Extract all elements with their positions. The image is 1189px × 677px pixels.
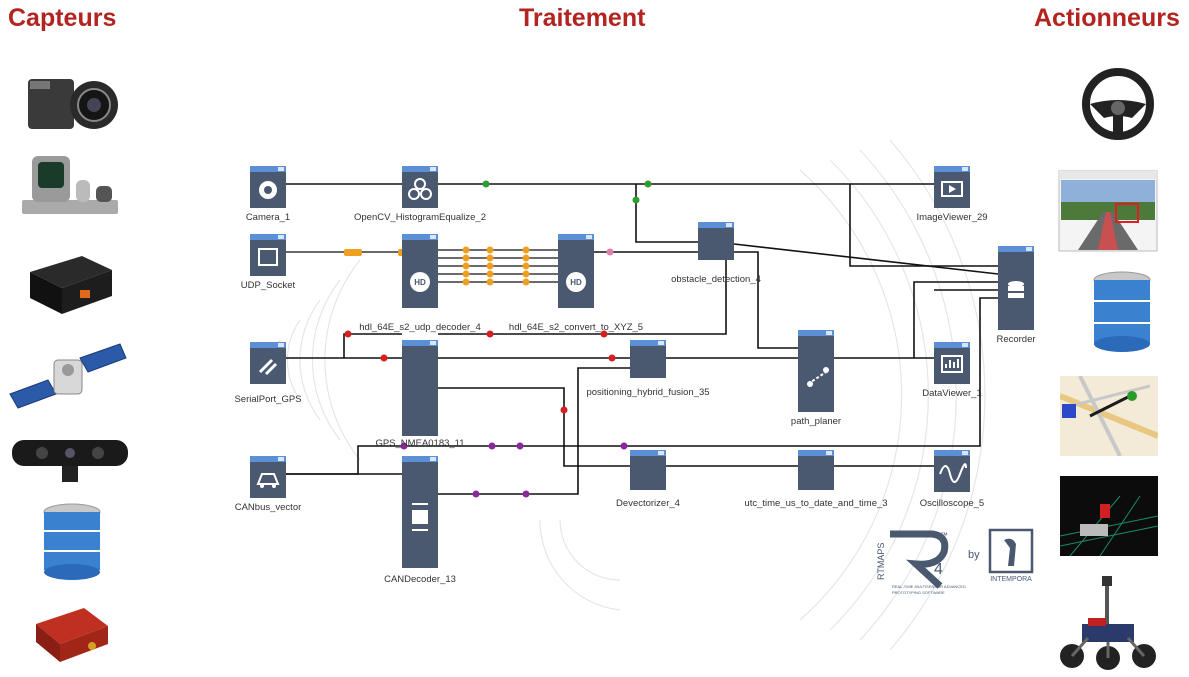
rtmaps-version: 4	[934, 561, 943, 578]
recorder-label: Recorder	[996, 334, 1035, 345]
path-planer-label: path_planer	[791, 416, 841, 427]
rtmaps-tagline-2: PROTOTYPING SOFTWARE	[892, 590, 945, 595]
opencv-label: OpenCV_HistogramEqualize_2	[354, 212, 486, 223]
utc-time-label: utc_time_us_to_date_and_time_3	[744, 498, 887, 509]
by-text: by	[968, 549, 980, 561]
obstacle-detection-block[interactable]: obstacle_detection_4	[671, 222, 761, 285]
recorder-block[interactable]: Recorder	[996, 246, 1036, 345]
gps-nmea-label: GPS_NMEA0183_11	[375, 438, 464, 449]
obstacle-label: obstacle_detection_4	[671, 274, 761, 285]
wire-layer	[286, 183, 999, 495]
database-actuator-icon	[1093, 271, 1151, 352]
rtmaps-logo: RTMAPS 4 ™ REAL-TIME MULTISENSOR ADVANCE…	[876, 530, 980, 595]
positioning-fusion-block[interactable]: positioning_hybrid_fusion_35	[586, 340, 710, 398]
imageviewer-block[interactable]: ImageViewer_29	[916, 166, 988, 223]
robot-rover-actuator-icon	[1060, 576, 1156, 670]
camera-1-block[interactable]: Camera_1	[246, 166, 290, 223]
utc-time-block[interactable]: utc_time_us_to_date_and_time_3	[744, 450, 888, 509]
gps-nmea-block[interactable]: GPS_NMEA0183_11	[375, 340, 465, 449]
positioning-label: positioning_hybrid_fusion_35	[586, 387, 709, 398]
serialport-gps-block[interactable]: SerialPort_GPS	[234, 342, 302, 405]
canbus-vector-block[interactable]: CANbus_vector	[235, 456, 302, 513]
wire-path-recorder	[913, 281, 998, 358]
map-actuator-icon	[1060, 376, 1158, 456]
wire-decoder-obstacle	[438, 260, 727, 335]
canbus-label: CANbus_vector	[235, 502, 302, 513]
udp-socket-block[interactable]: UDP_Socket	[241, 234, 296, 291]
udp-socket-label: UDP_Socket	[241, 280, 296, 291]
wire-nmea-devectorizer	[438, 387, 630, 467]
rtmaps-tm: ™	[940, 531, 948, 540]
hdl-convert-label: hdl_64E_s2_convert_to_XYZ_5	[509, 322, 643, 333]
candecoder-label: CANDecoder_13	[384, 574, 456, 585]
rtmaps-tagline-1: REAL-TIME MULTISENSOR ADVANCED	[892, 584, 966, 589]
oscilloscope-label: Oscilloscope_5	[920, 498, 984, 509]
vector-markers	[344, 246, 530, 286]
wire-candecoder-positioning	[438, 367, 630, 495]
steering-wheel-actuator-icon	[1082, 68, 1154, 140]
radar-box-sensor-icon	[30, 256, 112, 314]
wire-gps-bus	[343, 333, 402, 358]
lidar-sensor-icon	[22, 156, 118, 214]
wire-obstacle-recorder	[733, 243, 999, 275]
svg-text:HD: HD	[414, 278, 426, 287]
actionneurs-heading: Actionneurs	[1034, 4, 1180, 32]
candecoder-block[interactable]: CANDecoder_13	[384, 456, 456, 585]
dataviewer-block[interactable]: DataViewer_1	[922, 342, 982, 399]
connection-dots	[344, 180, 652, 498]
devectorizer-label: Devectorizer_4	[616, 498, 680, 509]
dataviewer-label: DataViewer_1	[922, 388, 982, 399]
oscilloscope-block[interactable]: Oscilloscope_5	[920, 450, 984, 509]
opencv-histogram-block[interactable]: OpenCV_HistogramEqualize_2	[354, 166, 486, 223]
hdl-convert-xyz-block[interactable]: HD hdl_64E_s2_convert_to_XYZ_5	[509, 234, 643, 333]
satellite-sensor-icon	[9, 343, 127, 409]
camera-sensor-icon	[28, 79, 118, 129]
intempora-logo: INTEMPORA	[988, 528, 1034, 583]
capteurs-heading: Capteurs	[8, 4, 117, 32]
serialport-gps-label: SerialPort_GPS	[234, 394, 301, 405]
point-cloud-actuator-icon	[1060, 476, 1158, 556]
devectorizer-block[interactable]: Devectorizer_4	[616, 450, 680, 509]
depth-camera-sensor-icon	[12, 440, 128, 482]
hdl-decoder-label: hdl_64E_s2_udp_decoder_4	[359, 322, 481, 333]
path-planer-block[interactable]: path_planer	[791, 330, 841, 427]
rtmaps-vertical-text: RTMAPS	[876, 543, 886, 580]
camera-1-label: Camera_1	[246, 212, 290, 223]
database-sensor-icon	[43, 503, 101, 580]
wire-opencv-obstacle	[635, 184, 698, 243]
wire-opencv-recorder	[849, 184, 998, 267]
viewer-window-actuator-icon	[1058, 170, 1158, 252]
hdl-udp-decoder-block[interactable]: HD hdl_64E_s2_udp_decoder_4	[359, 234, 481, 333]
intempora-text: INTEMPORA	[990, 576, 1032, 583]
imu-module-sensor-icon	[36, 608, 108, 662]
wire-obstacle-path	[734, 251, 798, 349]
svg-text:HD: HD	[570, 278, 582, 287]
traitement-heading: Traitement	[519, 4, 646, 32]
imageviewer-label: ImageViewer_29	[916, 212, 987, 223]
vector-wires	[286, 249, 558, 283]
